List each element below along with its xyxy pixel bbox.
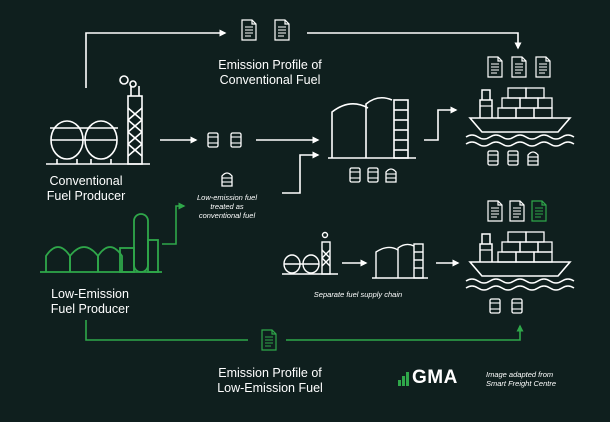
- barrel-icon: [487, 150, 499, 166]
- document-icon: [535, 56, 551, 78]
- conventional-profile-label-line1: Emission Profile of: [218, 58, 322, 72]
- conventional-producer-label: Conventional Fuel Producer: [30, 174, 142, 204]
- conventional-profile-connector: [85, 29, 227, 88]
- barrel-icon: [507, 150, 519, 166]
- credit-note-line1: Image adapted from: [486, 370, 554, 379]
- biofuel-plant-icon: [40, 213, 162, 273]
- conventional-profile-label: Emission Profile of Conventional Fuel: [200, 58, 340, 88]
- treated-fuel-note-line3: conventional fuel: [198, 211, 256, 220]
- low-emission-profile-label-line1: Emission Profile of: [218, 366, 322, 380]
- treated-fuel-connector: [282, 151, 320, 194]
- treated-fuel-note: Low-emission fuel treated as conventiona…: [184, 193, 270, 220]
- barrel-icon: [489, 298, 501, 314]
- low-emission-profile-to-ship-connector: [286, 324, 524, 341]
- document-icon: [487, 56, 503, 78]
- document-icon: [511, 56, 527, 78]
- barrel-icon: [207, 132, 219, 148]
- conventional-profile-label-line2: Conventional Fuel: [219, 73, 321, 87]
- barrel-icon: [527, 151, 539, 166]
- document-icon: [487, 200, 503, 222]
- storage-tank-icon: [328, 96, 416, 159]
- barrel-icon: [221, 172, 233, 187]
- document-icon: [261, 329, 277, 351]
- low-emission-producer-label-line1: Low-Emission: [51, 287, 129, 301]
- document-icon: [531, 200, 547, 222]
- separate-chain-note: Separate fuel supply chain: [313, 290, 403, 299]
- refinery-icon: [282, 231, 338, 275]
- tank-to-ship-arrow: [424, 106, 458, 141]
- storage-tank-icon: [372, 243, 428, 279]
- conventional-profile-to-ship-connector: [307, 32, 522, 50]
- barrel-icon: [230, 132, 242, 148]
- document-icon: [241, 19, 257, 41]
- barrel-icon: [367, 167, 379, 183]
- low-emission-producer-label-line2: Fuel Producer: [50, 302, 130, 316]
- conventional-producer-label-line2: Fuel Producer: [46, 189, 126, 203]
- low-emission-profile-label-line2: Low-Emission Fuel: [217, 381, 323, 395]
- treated-fuel-note-line1: Low-emission fuel: [196, 193, 258, 202]
- document-icon: [274, 19, 290, 41]
- refinery-icon: [46, 75, 150, 165]
- low-emission-to-treated-connector: [162, 202, 186, 245]
- barrel-icon: [349, 167, 361, 183]
- gma-logo-icon: [398, 372, 409, 386]
- low-emission-producer-label: Low-Emission Fuel Producer: [34, 287, 146, 317]
- conventional-producer-label-line1: Conventional: [49, 174, 123, 188]
- document-icon: [509, 200, 525, 222]
- treated-fuel-note-line2: treated as: [210, 202, 244, 211]
- low-emission-profile-connector: [85, 320, 248, 341]
- container-ship-icon: [465, 231, 575, 291]
- gma-logo-text: GMA: [412, 367, 458, 388]
- container-ship-icon: [465, 87, 575, 147]
- credit-note-line2: Smart Freight Centre: [486, 379, 557, 388]
- barrel-icon: [511, 298, 523, 314]
- credit-note: Image adapted from Smart Freight Centre: [486, 370, 578, 388]
- barrel-icon: [385, 168, 397, 183]
- low-emission-profile-label: Emission Profile of Low-Emission Fuel: [196, 366, 344, 396]
